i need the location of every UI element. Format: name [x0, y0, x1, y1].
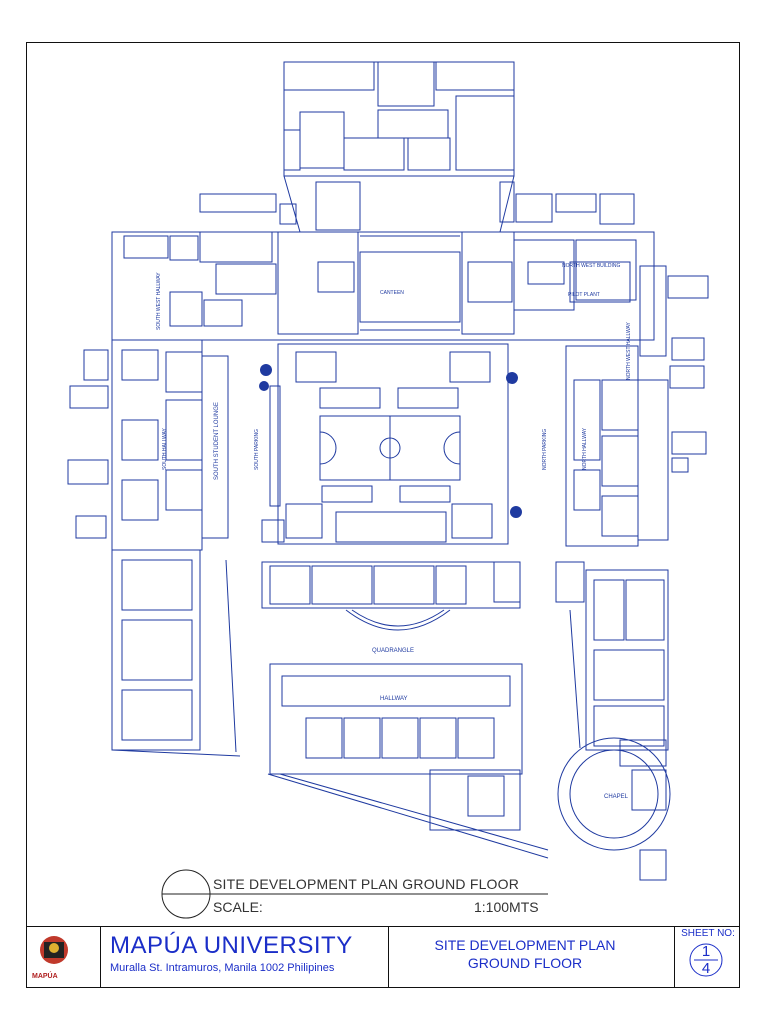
logo-wordmark: MAPÚA	[32, 973, 58, 980]
connector-block	[199, 181, 635, 231]
classroom-block	[267, 663, 549, 859]
label-north-west-building: NORTH WEST BUILDING	[562, 263, 621, 269]
sheet-number-total: 4	[701, 960, 711, 977]
label-south-parking: SOUTH PARKING	[254, 429, 260, 470]
label-canteen: CANTEEN	[380, 290, 404, 296]
label-pilot-plant: PILOT PLANT	[568, 292, 600, 298]
gymnasium	[261, 343, 509, 545]
trees	[259, 364, 522, 518]
north-block	[283, 61, 515, 233]
label-south-student-lounge: SOUTH STUDENT LOUNGE	[214, 402, 220, 480]
tree-icon	[259, 381, 269, 391]
label-quadrangle: QUADRANGLE	[372, 648, 414, 654]
university-name: MAPÚA UNIVERSITY	[110, 932, 353, 959]
boundary-line	[111, 749, 241, 757]
label-south-hallway: SOUTH HALLWAY	[162, 427, 168, 470]
label-north-parking: NORTH PARKING	[542, 429, 548, 470]
title-block-divider	[100, 926, 101, 988]
south-wing	[67, 339, 229, 751]
north-wing	[555, 337, 707, 751]
label-north-hallway: NORTH HALLWAY	[582, 427, 588, 470]
tree-icon	[510, 506, 522, 518]
label-chapel: CHAPEL	[604, 794, 629, 800]
caption-symbol	[161, 869, 548, 919]
label-north-west-hallway: NORTH WEST HALLWAY	[626, 322, 632, 380]
plan-caption-scale-value: 1:100MTS	[474, 899, 539, 915]
quadrangle-hall	[261, 561, 521, 631]
tree-icon	[260, 364, 272, 376]
sheet-circle-icon	[689, 943, 723, 977]
chapel-building	[557, 737, 671, 881]
drawing-frame	[26, 42, 740, 988]
tree-icon	[506, 372, 518, 384]
plan-caption-scale-label: SCALE:	[213, 899, 263, 915]
sheet-number: 1 4	[688, 942, 724, 978]
main-building	[111, 231, 709, 357]
label-south-west-hallway: SOUTH WEST HALLWAY	[156, 272, 162, 330]
label-hallway: HALLWAY	[380, 696, 408, 702]
title-block-divider	[388, 926, 389, 988]
title-block-divider	[674, 926, 675, 988]
sheet-number-label: SHEET NO:	[681, 928, 735, 939]
plan-title-line2: GROUND FLOOR	[467, 955, 583, 971]
plan-caption-title: SITE DEVELOPMENT PLAN GROUND FLOOR	[213, 876, 520, 892]
sheet-number-current: 1	[701, 943, 711, 960]
boundary-line	[569, 609, 581, 749]
university-logo-icon	[40, 936, 68, 964]
title-block	[26, 926, 740, 988]
boundary-line	[225, 559, 237, 753]
university-address: Muralla St. Intramuros, Manila 1002 Phil…	[110, 962, 335, 974]
plan-title: SITE DEVELOPMENT PLAN GROUND FLOOR	[410, 936, 640, 972]
plan-title-line1: SITE DEVELOPMENT PLAN	[434, 937, 616, 953]
